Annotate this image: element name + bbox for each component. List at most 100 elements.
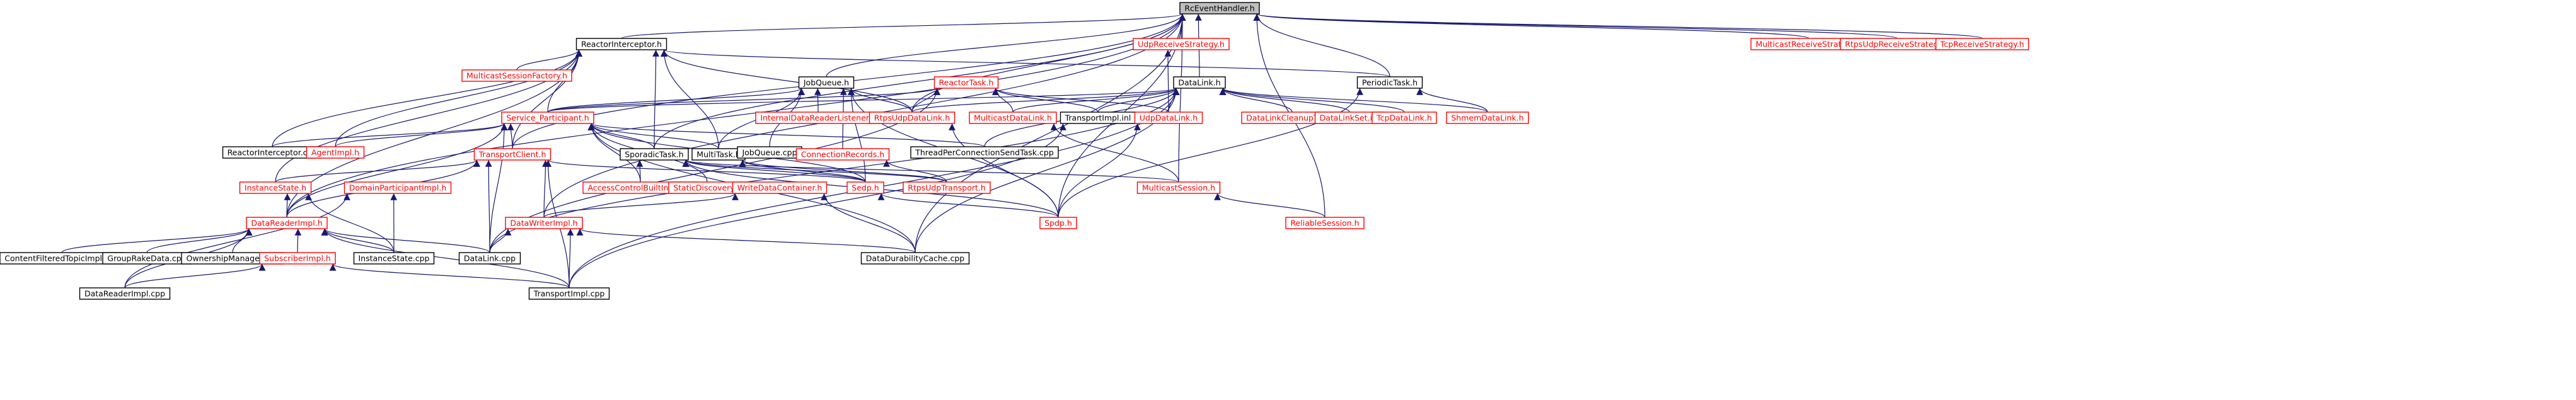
node-box [1133, 38, 1230, 50]
node-label: DataLink.h [1178, 78, 1220, 88]
graph-node-shmemdatalink-h[interactable]: ShmemDataLink.h [1446, 111, 1529, 124]
node-box [458, 252, 521, 265]
graph-node-sporadictask-h[interactable]: SporadicTask.h [620, 148, 689, 161]
graph-node-instancestate-cpp[interactable]: InstanceState.cpp [353, 252, 435, 265]
graph-node-grouprakedata-cpp[interactable]: GroupRakeData.cpp [102, 252, 192, 265]
edge-path [124, 263, 266, 289]
graph-node-rceventhandler-h[interactable]: RcEventHandler.h [1179, 2, 1260, 14]
dependency-edge [1253, 13, 1390, 77]
graph-node-staticdiscovery-h[interactable]: StaticDiscovery.h [668, 181, 746, 194]
edge-path [1214, 193, 1326, 218]
node-label: MulticastSessionFactory.h [466, 71, 567, 81]
node-box [1935, 38, 2030, 50]
graph-node-multicastreceivestrategy-h[interactable]: MulticastReceiveStrategy.h [1750, 38, 1868, 50]
dependency-edge [576, 228, 916, 253]
graph-node-udpdatalink-h[interactable]: UdpDataLink.h [1134, 111, 1203, 124]
graph-node-tcpdatalink-h[interactable]: TcpDataLink.h [1372, 111, 1437, 124]
node-label: RtpsUdpDataLink.h [874, 113, 950, 123]
graph-node-connectionrecords-h[interactable]: ConnectionRecords.h [795, 148, 890, 161]
graph-node-datareaderimpl-cpp[interactable]: DataReaderImpl.cpp [79, 287, 171, 300]
graph-node-ownershipmanager-cpp[interactable]: OwnershipManager.cpp [181, 252, 284, 265]
graph-node-threadperconnectionsendtask-cpp[interactable]: ThreadPerConnectionSendTask.cpp [910, 146, 1059, 159]
graph-node-subscriberimpl-h[interactable]: SubscriberImpl.h [259, 252, 336, 265]
edge-path [587, 123, 719, 149]
graph-node-rtpsudpreceivestrategy-h[interactable]: RtpsUdpReceiveStrategy.h [1840, 38, 1955, 50]
graph-node-rtpsudptransport-h[interactable]: RtpsUdpTransport.h [903, 181, 991, 194]
node-label: PeriodicTask.h [1362, 78, 1418, 88]
graph-node-datalinkset-inl[interactable]: DataLinkSet.inl [1314, 111, 1385, 124]
dependency-edge [543, 193, 739, 218]
node-label: MulticastDataLink.h [974, 113, 1052, 123]
graph-node-sedp-h[interactable]: Sedp.h [846, 181, 884, 194]
node-box [1356, 76, 1423, 89]
graph-node-instancestate-h[interactable]: InstanceState.h [239, 181, 312, 194]
graph-node-jobqueue-h[interactable]: JobQueue.h [798, 76, 855, 89]
edge-path [576, 228, 916, 253]
dependency-edge [542, 159, 549, 218]
graph-node-transportclient-h[interactable]: TransportClient.h [473, 148, 552, 161]
edge-path [661, 49, 913, 113]
node-box [505, 217, 583, 229]
edge-path [485, 159, 492, 253]
graph-node-writedatacontainer-h[interactable]: WriteDataContainer.h [732, 181, 828, 194]
node-box [79, 287, 171, 300]
graph-node-contentfilteredtopicimpl-cpp[interactable]: ContentFilteredTopicImpl.cpp [0, 252, 124, 265]
graph-node-reactortask-h[interactable]: ReactorTask.h [933, 76, 999, 89]
graph-node-datalink-cpp[interactable]: DataLink.cpp [458, 252, 521, 265]
graph-node-multicastsessionfactory-h[interactable]: MulticastSessionFactory.h [461, 69, 572, 82]
graph-node-jobqueue-cpp[interactable]: JobQueue.cpp [737, 146, 802, 159]
graph-node-reliablesession-h[interactable]: ReliableSession.h [1285, 217, 1365, 229]
graph-node-transportimpl-inl[interactable]: TransportImpl.inl [1060, 111, 1136, 124]
edge-path [329, 263, 570, 289]
graph-node-domainparticipantimpl-h[interactable]: DomainParticipantImpl.h [344, 181, 452, 194]
graph-node-reactorinterceptor-h[interactable]: ReactorInterceptor.h [575, 38, 667, 50]
graph-node-multitask-h[interactable]: MultiTask.h [691, 148, 746, 161]
edge-path [1219, 88, 1405, 113]
edge-path [682, 159, 947, 183]
dependency-edge [682, 159, 947, 183]
dependency-edge [1416, 88, 1488, 113]
node-label: TransportImpl.inl [1065, 113, 1131, 123]
edge-path [682, 159, 866, 183]
edge-path [294, 228, 302, 253]
edge-path [949, 123, 1059, 218]
graph-node-periodictask-h[interactable]: PeriodicTask.h [1356, 76, 1423, 89]
graph-node-tcpreceivestrategy-h[interactable]: TcpReceiveStrategy.h [1935, 38, 2030, 50]
edge-path [1058, 88, 1363, 218]
graph-node-datawriterimpl-h[interactable]: DataWriterImpl.h [505, 217, 583, 229]
node-label: WriteDataContainer.h [737, 183, 823, 193]
graph-node-spdp-h[interactable]: Spdp.h [1039, 217, 1077, 229]
dependency-edge [739, 159, 947, 183]
node-box [1285, 217, 1365, 229]
dependency-edge [1012, 88, 1180, 113]
graph-node-datareaderimpl-h[interactable]: DataReaderImpl.h [246, 217, 328, 229]
edge-path [335, 123, 508, 147]
graph-node-internaldatareaderlistener-h[interactable]: InternalDataReaderListener.h [755, 111, 881, 124]
graph-node-datalink-h[interactable]: DataLink.h [1173, 76, 1226, 89]
graph-node-datadurabilitycache-cpp[interactable]: DataDurabilityCache.cpp [860, 252, 970, 265]
dependency-edge [992, 88, 1014, 113]
graph-node-multicastsession-h[interactable]: MulticastSession.h [1136, 181, 1221, 194]
edge-path [321, 228, 570, 289]
dependency-edge [683, 159, 1179, 183]
graph-node-transportimpl-cpp[interactable]: TransportImpl.cpp [528, 287, 610, 300]
node-box [575, 38, 667, 50]
dependency-edge [275, 159, 480, 183]
dependency-edge [1254, 13, 1983, 39]
node-label: Sedp.h [852, 183, 879, 193]
node-label: DataReaderImpl.cpp [84, 289, 165, 299]
graph-node-reactorinterceptor-cpp[interactable]: ReactorInterceptor.cpp [222, 146, 323, 159]
edge-path [883, 159, 947, 183]
graph-node-service-participant-h[interactable]: Service_Participant.h [501, 111, 594, 124]
graph-node-multicastdatalink-h[interactable]: MulticastDataLink.h [969, 111, 1057, 124]
edge-path [545, 159, 866, 183]
node-label: DataReaderImpl.h [251, 219, 322, 228]
graph-node-agentimpl-h[interactable]: AgentImpl.h [306, 146, 365, 159]
edge-path [992, 88, 1169, 113]
graph-node-rtpsudpdatalink-h[interactable]: RtpsUdpDataLink.h [869, 111, 956, 124]
dependency-edge [321, 228, 570, 289]
dependency-edge [545, 159, 866, 183]
dependency-edge [272, 123, 508, 147]
dependency-edge [1219, 88, 1350, 113]
graph-node-udpreceivestrategy-h[interactable]: UdpReceiveStrategy.h [1133, 38, 1230, 50]
